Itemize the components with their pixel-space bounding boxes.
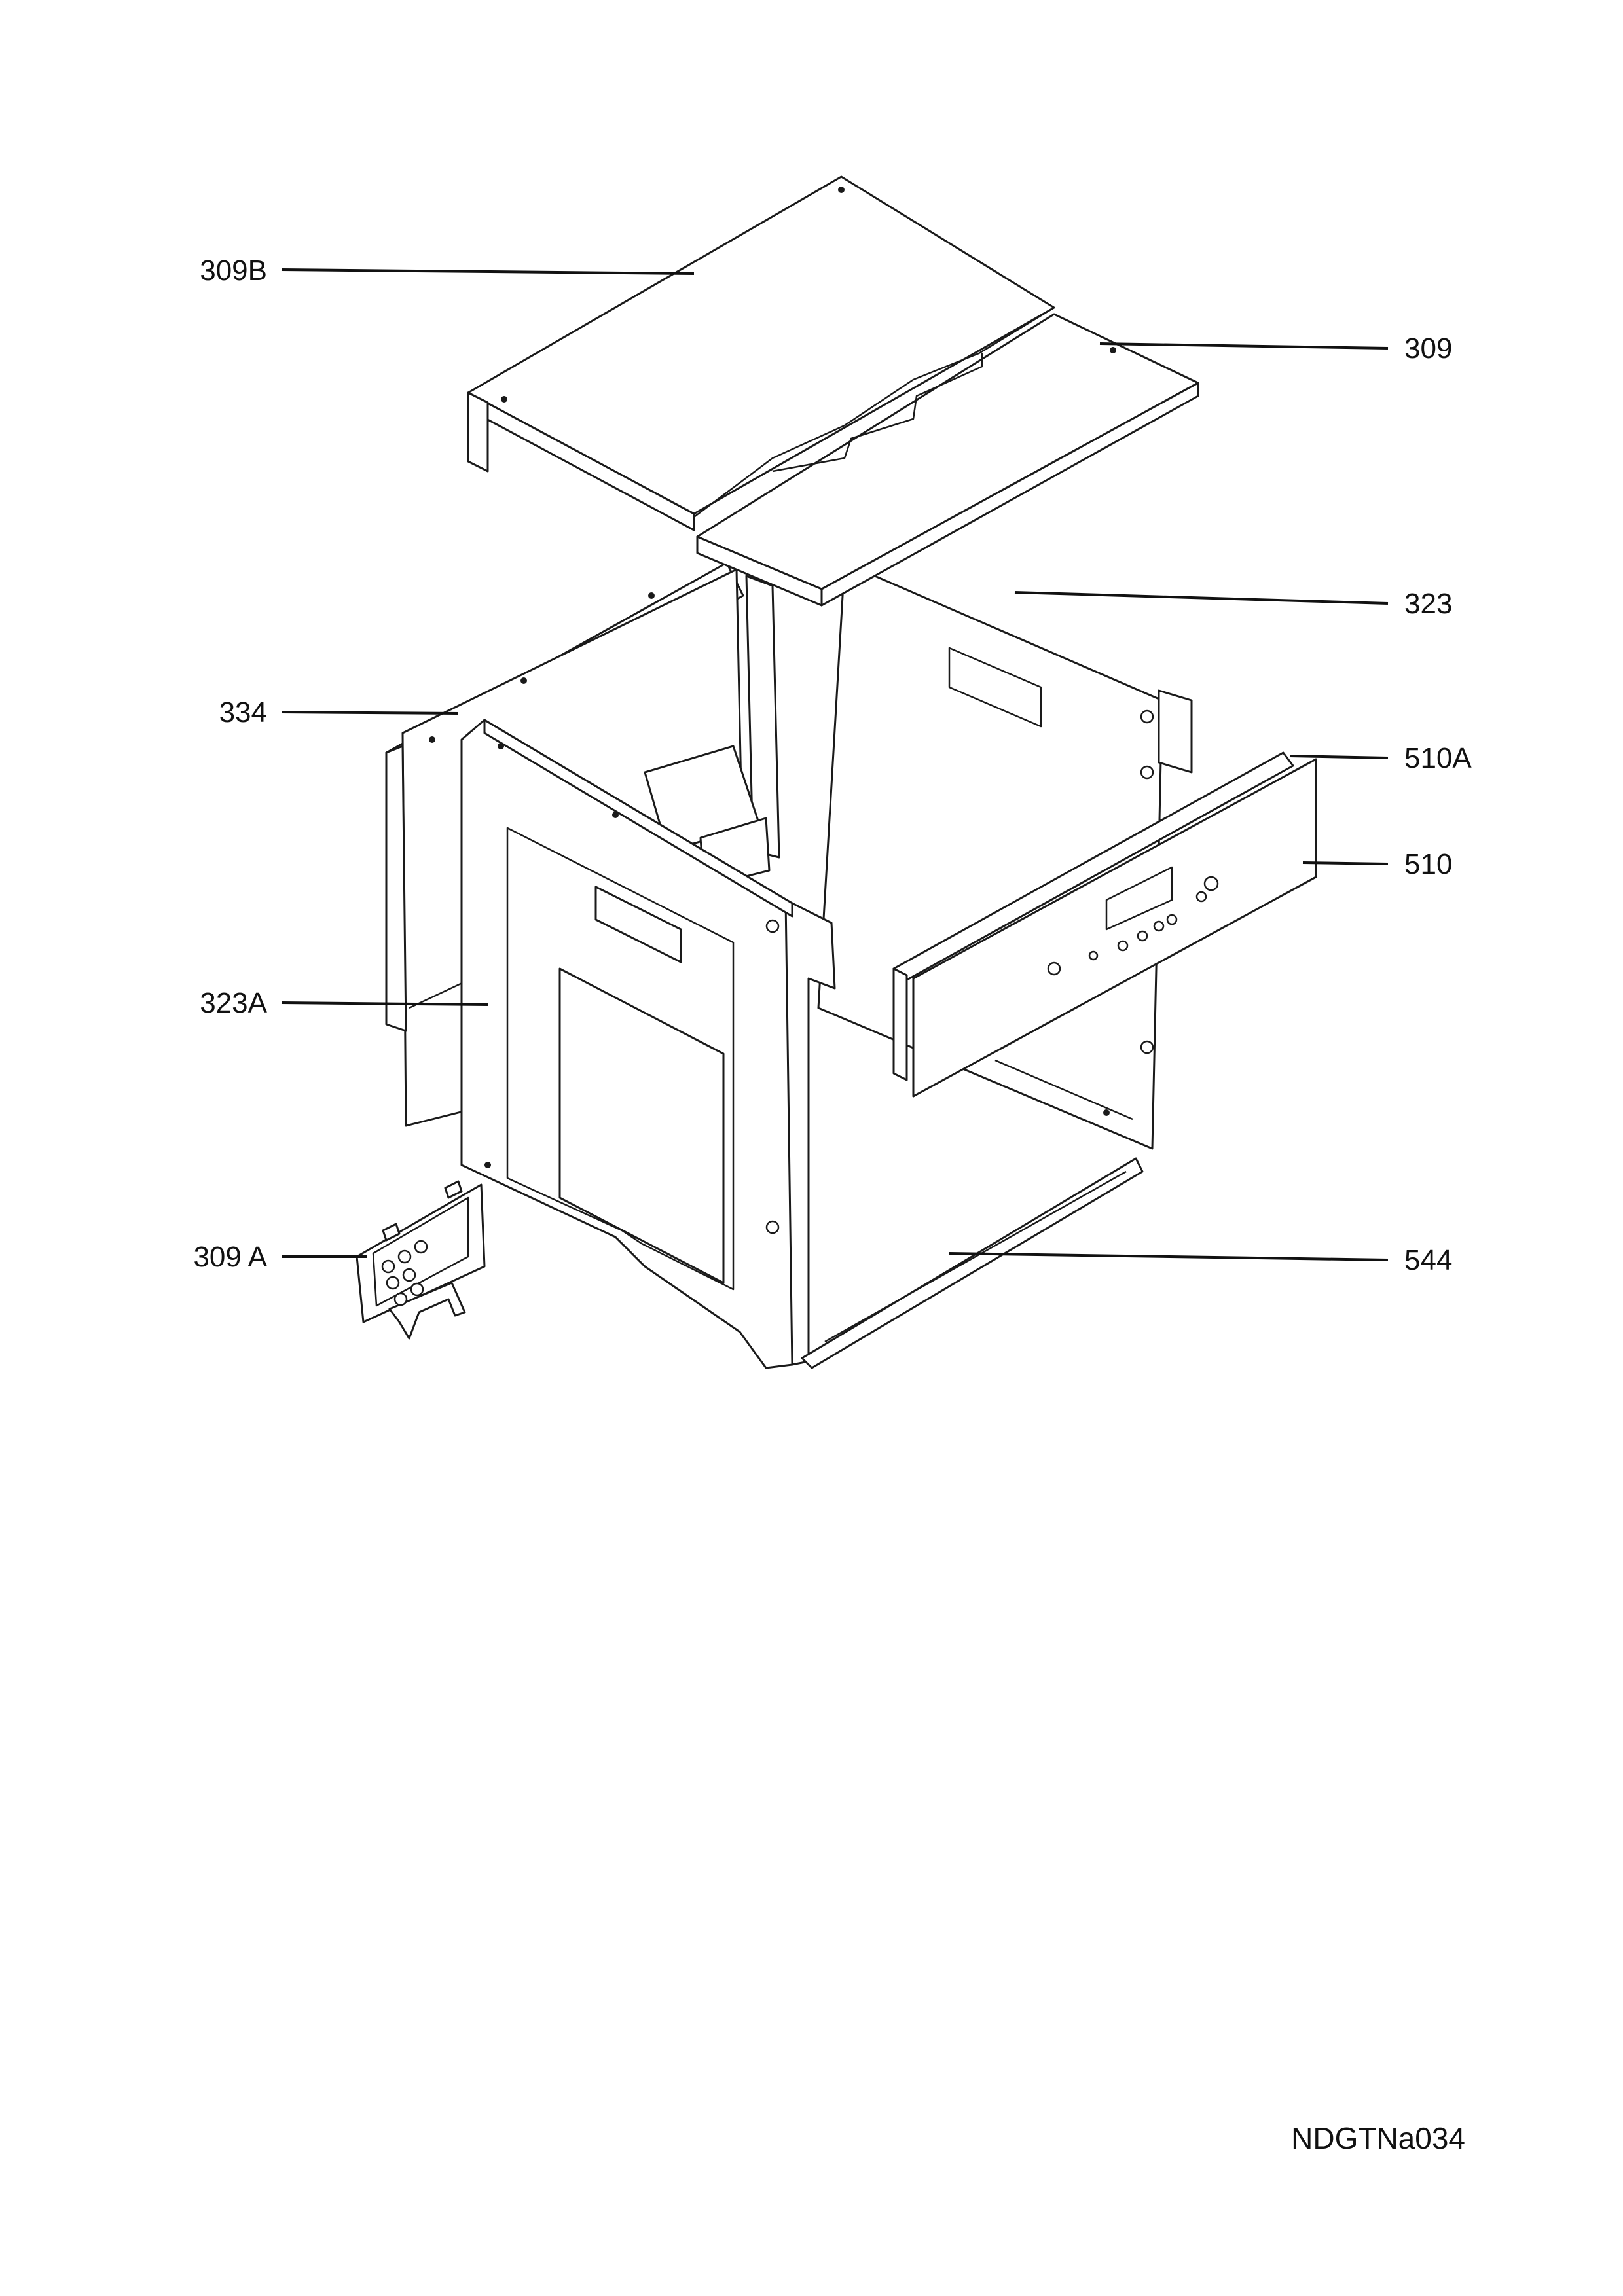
small-panel-309a	[356, 1180, 486, 1340]
label-323a: 323A	[200, 987, 267, 1019]
control-panel-510	[892, 751, 1317, 1098]
label-544: 544	[1404, 1244, 1452, 1276]
leader-544	[949, 1252, 1389, 1261]
drawing-code: NDGTNa034	[1291, 2121, 1465, 2155]
leader-510	[1302, 861, 1389, 865]
front-frame-323a	[460, 719, 836, 1369]
leader-lines	[281, 268, 1389, 1261]
leader-323	[1014, 591, 1389, 605]
label-323: 323	[1404, 588, 1452, 620]
label-510: 510	[1404, 848, 1452, 880]
top-cover-309b	[467, 175, 1055, 531]
leader-309b	[281, 268, 695, 275]
leader-323a	[281, 1001, 488, 1006]
top-cover-309	[696, 313, 1199, 607]
leader-309	[1099, 342, 1389, 350]
label-510a: 510A	[1404, 742, 1472, 774]
part-labels: 309B 309 323 334 510A 510 323A 309 A 544	[193, 255, 1472, 1276]
bottom-plate-544	[801, 1059, 1144, 1369]
leader-510a	[1289, 755, 1389, 759]
center-divider	[644, 575, 780, 888]
label-309b: 309B	[200, 255, 267, 287]
back-panel-323	[817, 562, 1193, 1150]
label-309: 309	[1404, 332, 1452, 365]
label-334: 334	[219, 696, 267, 728]
leader-334	[281, 711, 459, 715]
label-309a: 309 A	[193, 1241, 267, 1273]
